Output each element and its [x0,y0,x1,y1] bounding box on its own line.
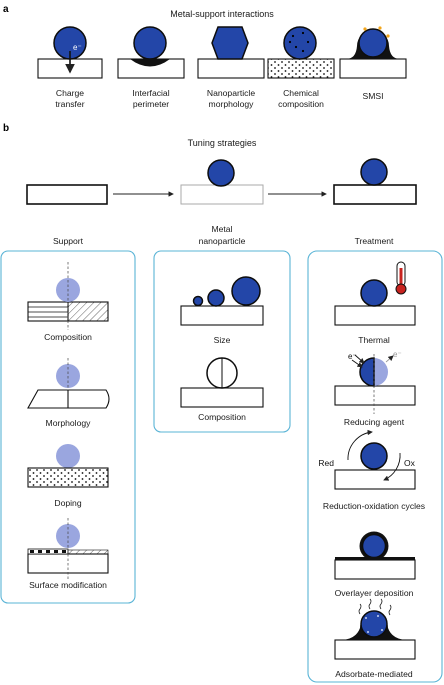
reducing-agent-label: Reducing agent [344,417,405,427]
nanoparticle-morphology-diagram [197,26,265,79]
metal-title-line1: Metal [211,224,232,234]
reducing-electron-in: e⁻ [348,352,357,361]
reducing-electron-out: e⁻ [393,350,402,359]
support-morphology-diagram [27,358,110,409]
ox-label: Ox [404,458,416,468]
support-surface-modification-label: Surface modification [29,580,107,590]
metal-title-line2: nanoparticle [199,236,246,246]
metal-composition-diagram [180,357,264,408]
nanoparticle-morphology-line1: Nanoparticle [207,88,255,98]
support-title: Support [53,236,84,246]
overlayer-deposition-label: Overlayer deposition [335,588,414,598]
smsi-label: SMSI [362,91,383,101]
treatment-box [307,250,443,683]
red-label: Red [318,458,334,468]
interfacial-perimeter-line2: perimeter [133,99,169,109]
panel-b-letter: b [3,123,9,134]
support-morphology-label: Morphology [46,418,92,428]
interfacial-perimeter-line1: Interfacial [132,88,169,98]
panel-a-letter: a [3,4,9,15]
chemical-composition-diagram [267,26,335,79]
support-doping-diagram [27,444,109,488]
interfacial-perimeter-diagram [117,26,185,79]
chemical-composition-line2: composition [278,99,324,109]
treatment-title: Treatment [355,236,394,246]
charge-transfer-line2: transfer [55,99,84,109]
support-doping-label: Doping [54,498,81,508]
chemical-composition-line1: Chemical [283,88,319,98]
adsorbate-mediated-diagram [334,598,416,660]
panel-b-title: Tuning strategies [188,138,257,148]
nanoparticle-morphology-line2: morphology [209,99,255,109]
redox-cycles-label: Reduction-oxidation cycles [323,501,425,511]
support-surface-modification-diagram [27,518,109,580]
panel-a-title: Metal-support interactions [170,9,274,19]
smsi-diagram [339,26,407,79]
tuning-strategy-flow [26,158,417,205]
thermal-label: Thermal [358,335,390,345]
metal-box [153,250,291,433]
thermal-diagram [334,261,416,326]
metal-size-diagram [180,276,264,326]
overlayer-deposition-diagram [334,531,416,580]
support-box [0,250,136,604]
reducing-agent-diagram: e⁻ e⁻ [334,350,416,414]
redox-cycles-diagram: Red Ox [318,429,416,490]
charge-transfer-line1: Charge [56,88,84,98]
electron-label: e⁻ [73,43,82,52]
charge-transfer-diagram: e⁻ [37,26,103,79]
metal-size-label: Size [214,335,231,345]
support-composition-diagram [27,262,109,330]
metal-composition-label: Composition [198,412,246,422]
adsorbate-mediated-label: Adsorbate-mediated [335,669,413,679]
support-composition-label: Composition [44,332,92,342]
